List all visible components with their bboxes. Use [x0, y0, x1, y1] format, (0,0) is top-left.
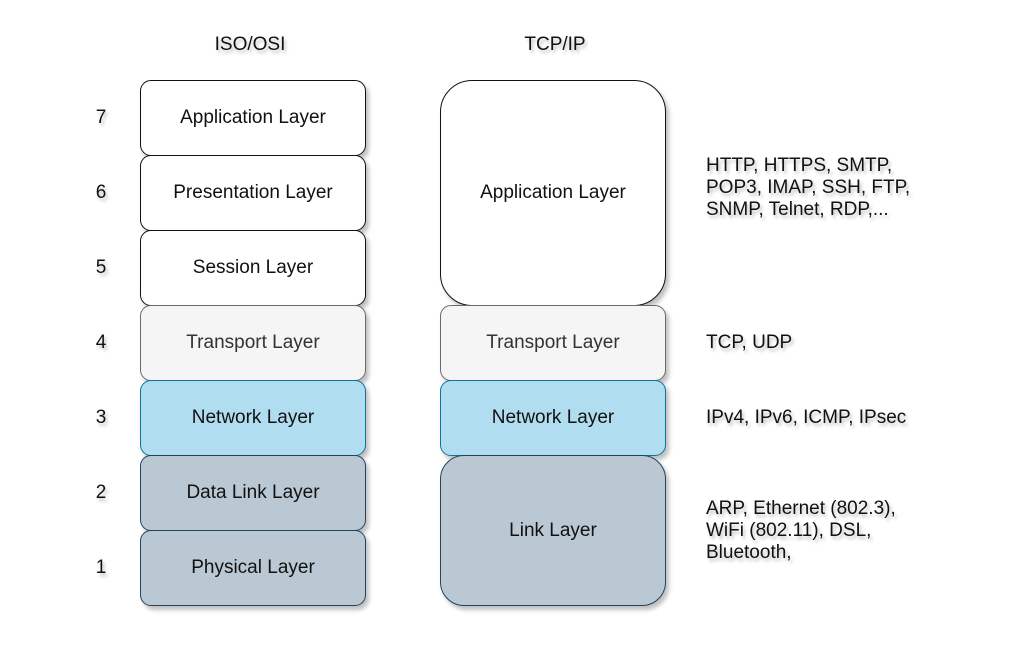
osi-presentation-layer: Presentation Layer — [140, 155, 366, 231]
network-protocols: IPv4, IPv6, ICMP, IPsec — [706, 407, 907, 428]
osi-layer-label: Data Link Layer — [186, 482, 320, 503]
layer-number-3: 3 — [95, 407, 107, 428]
tcpip-application-layer: Application Layer — [440, 80, 666, 306]
layer-number-7: 7 — [95, 107, 107, 128]
tcpip-layer-label: Transport Layer — [486, 332, 620, 353]
osi-layer-label: Transport Layer — [186, 332, 320, 353]
layer-number-5: 5 — [95, 257, 107, 278]
osi-application-layer: Application Layer — [140, 80, 366, 156]
osi-layer-label: Session Layer — [192, 257, 314, 278]
osi-layer-label: Presentation Layer — [173, 182, 333, 203]
application-protocols: HTTP, HTTPS, SMTP, POP3, IMAP, SSH, FTP,… — [706, 155, 910, 221]
osi-layer-label: Application Layer — [180, 107, 326, 128]
tcpip-layer-label: Network Layer — [491, 407, 615, 428]
tcpip-title: TCP/IP — [524, 34, 586, 55]
protocol-line: SNMP, Telnet, RDP,... — [706, 199, 889, 220]
layer-number-1: 1 — [95, 557, 107, 578]
layer-number-4: 4 — [95, 332, 107, 353]
protocol-line: Bluetooth, — [706, 542, 792, 563]
osi-transport-layer: Transport Layer — [140, 305, 366, 381]
tcpip-layer-label: Application Layer — [480, 182, 626, 203]
osi-data-link-layer: Data Link Layer — [140, 455, 366, 531]
osi-session-layer: Session Layer — [140, 230, 366, 306]
tcpip-transport-layer: Transport Layer — [440, 305, 666, 381]
osi-layer-label: Network Layer — [191, 407, 315, 428]
transport-protocols: TCP, UDP — [706, 332, 793, 353]
osi-title: ISO/OSI — [214, 34, 286, 55]
osi-physical-layer: Physical Layer — [140, 530, 366, 606]
protocol-line: HTTP, HTTPS, SMTP, — [706, 155, 893, 176]
osi-layer-label: Physical Layer — [191, 557, 315, 578]
layer-number-6: 6 — [95, 182, 107, 203]
tcpip-link-layer: Link Layer — [440, 455, 666, 606]
layer-number-2: 2 — [95, 482, 107, 503]
protocol-line: POP3, IMAP, SSH, FTP, — [706, 177, 911, 198]
osi-network-layer: Network Layer — [140, 380, 366, 456]
tcpip-network-layer: Network Layer — [440, 380, 666, 456]
protocol-line: ARP, Ethernet (802.3), — [706, 498, 896, 519]
protocol-line: WiFi (802.11), DSL, — [706, 520, 872, 541]
link-protocols: ARP, Ethernet (802.3), WiFi (802.11), DS… — [706, 498, 896, 564]
tcpip-layer-label: Link Layer — [509, 519, 597, 541]
